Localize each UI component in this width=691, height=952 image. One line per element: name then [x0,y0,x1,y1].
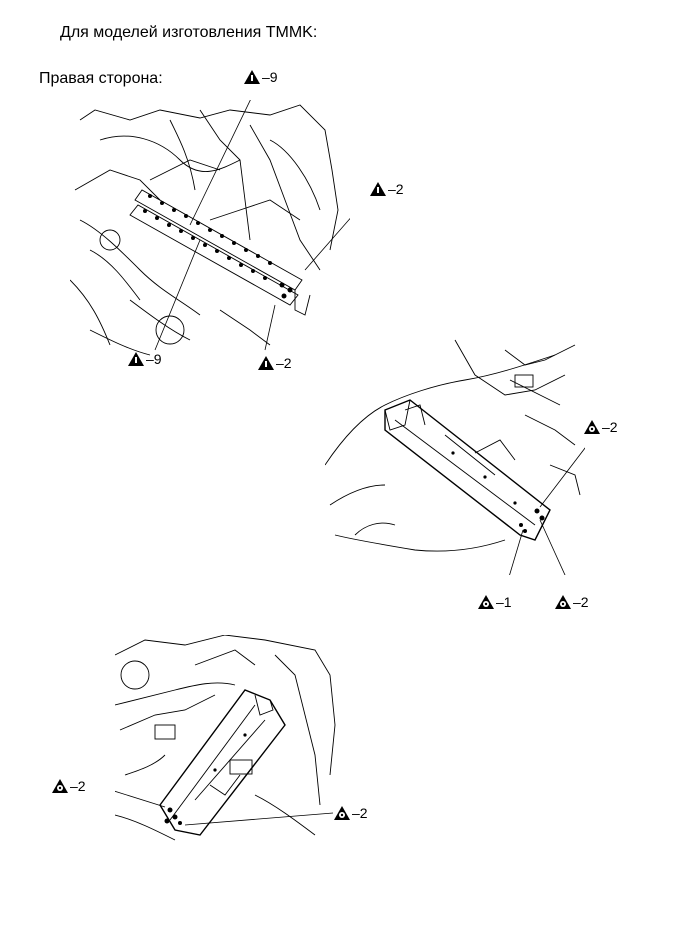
figure-3-bracket-weld-diagram [115,635,336,841]
side-label: Правая сторона: [39,70,163,87]
callout-f1-bottom-right: –2 [258,356,292,370]
weld-target-triangle-icon [52,779,68,793]
spot-weld-triangle-icon [370,182,386,196]
weld-target-triangle-icon [334,806,350,820]
callout-label: –9 [146,351,162,367]
callout-label: –1 [496,594,512,610]
callout-label: –2 [276,355,292,371]
callout-label: –2 [70,778,86,794]
callout-label: –2 [388,181,404,197]
callout-f1-top: –9 [244,70,278,84]
callout-f2-top-right: –2 [584,420,618,434]
callout-f1-right: –2 [370,182,404,196]
callout-f3-left: –2 [52,779,86,793]
weld-target-triangle-icon [555,595,571,609]
weld-target-triangle-icon [584,420,600,434]
spot-weld-triangle-icon [258,356,274,370]
callout-f1-bottom-left: –9 [128,352,162,366]
callout-label: –2 [573,594,589,610]
spot-weld-triangle-icon [128,352,144,366]
callout-f2-bottom-right: –2 [555,595,589,609]
callout-f2-bottom-left: –1 [478,595,512,609]
callout-f3-right: –2 [334,806,368,820]
figure-2-bracket-weld-diagram [325,339,585,575]
callout-label: –2 [352,805,368,821]
figure-1-rocker-panel-weld-diagram [70,100,350,356]
callout-label: –2 [602,419,618,435]
spot-weld-triangle-icon [244,70,260,84]
callout-label: –9 [262,69,278,85]
page-heading: Для моделей изготовления TMMK: [60,24,318,41]
weld-target-triangle-icon [478,595,494,609]
